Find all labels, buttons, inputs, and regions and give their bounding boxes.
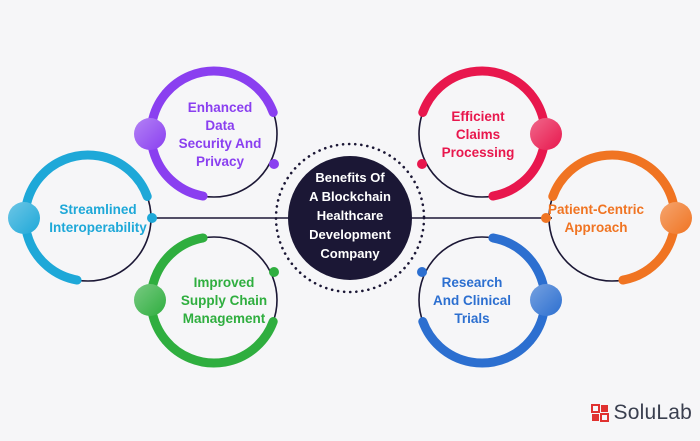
center-title-line: Benefits Of	[315, 170, 385, 185]
patient-centric-approach-bead	[660, 202, 692, 234]
center-dotted-ring	[274, 142, 426, 294]
research-clinical-trials-label-line: And Clinical	[433, 293, 511, 308]
streamlined-interoperability-bead	[8, 202, 40, 234]
streamlined-interoperability-arc-b	[35, 150, 152, 201]
center-title-line: Healthcare	[317, 208, 383, 223]
patient-centric-approach-label-line: Patient-Centric	[548, 202, 645, 217]
improved-supply-chain-label-line: Management	[183, 311, 266, 326]
improved-supply-chain-bead	[134, 284, 166, 316]
enhanced-data-security-connector-dot	[269, 159, 279, 169]
research-clinical-trials-arc-b	[418, 317, 535, 368]
enhanced-data-security-label-line: Data	[205, 118, 235, 133]
efficient-claims-processing-label-line: Efficient	[451, 109, 505, 124]
center-title-line: A Blockchain	[309, 189, 391, 204]
streamlined-interoperability-connector-dot	[147, 213, 157, 223]
improved-supply-chain-label-line: Supply Chain	[181, 293, 267, 308]
patient-centric-approach-arc-b	[618, 173, 680, 285]
research-clinical-trials-arc-a	[488, 233, 550, 345]
efficient-claims-processing-bead	[530, 118, 562, 150]
efficient-claims-processing-label-line: Claims	[456, 127, 500, 142]
center-title-line: Development	[309, 227, 391, 242]
enhanced-data-security-arc-b	[161, 66, 278, 117]
enhanced-data-security-bead	[134, 118, 166, 150]
streamlined-interoperability-label-line: Streamlined	[59, 202, 136, 217]
solulab-logo-icon	[590, 404, 609, 422]
research-clinical-trials-connector-dot	[417, 267, 427, 277]
improved-supply-chain-arc-b	[146, 233, 208, 345]
center-title-line: Company	[320, 246, 380, 261]
enhanced-data-security-label-line: Security And	[179, 136, 262, 151]
center-hub	[288, 156, 412, 280]
enhanced-data-security-label-line: Privacy	[196, 154, 245, 169]
patient-centric-approach-label-line: Approach	[564, 220, 627, 235]
streamlined-interoperability-label-line: Interoperability	[49, 220, 147, 235]
enhanced-data-security-arc-a	[146, 89, 208, 201]
patient-centric-approach-connector-dot	[541, 213, 551, 223]
enhanced-data-security-label-line: Enhanced	[188, 100, 253, 115]
streamlined-interoperability-arc-a	[20, 173, 82, 285]
brand-logo: SoluLab	[590, 401, 692, 425]
efficient-claims-processing-arc-b	[488, 89, 550, 201]
research-clinical-trials-label-line: Research	[442, 275, 503, 290]
improved-supply-chain-connector-dot	[269, 267, 279, 277]
efficient-claims-processing-connector-dot	[417, 159, 427, 169]
brand-name: SoluLab	[613, 401, 692, 424]
efficient-claims-processing-arc-a	[418, 66, 535, 117]
improved-supply-chain-arc-a	[161, 317, 278, 368]
research-clinical-trials-label-line: Trials	[454, 311, 489, 326]
research-clinical-trials-bead	[530, 284, 562, 316]
improved-supply-chain-label-line: Improved	[194, 275, 255, 290]
efficient-claims-processing-label-line: Processing	[442, 145, 515, 160]
patient-centric-approach-arc-a	[548, 150, 665, 201]
